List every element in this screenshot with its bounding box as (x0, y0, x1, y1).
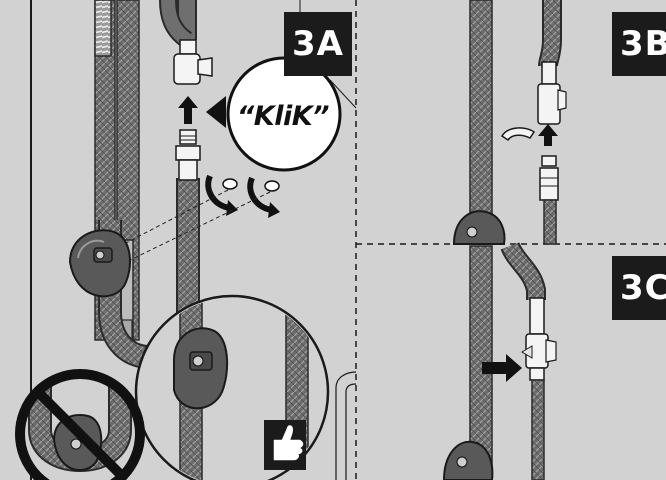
step-label-3c: 3C (612, 256, 666, 320)
rotate-arrow-icon (205, 174, 238, 216)
panel-3c-artwork (442, 241, 557, 480)
panel-3b-artwork (452, 0, 567, 245)
step-label-3a: 3A (284, 12, 352, 76)
klik-callout-text: “KliK” (236, 100, 330, 132)
up-arrow-icon (178, 96, 198, 124)
pointer-triangle-icon (206, 96, 226, 128)
prohibited-icon (15, 369, 145, 480)
thumbs-up-icon (264, 420, 306, 470)
step-label-3b: 3B (612, 12, 666, 76)
push-arrow-icon (482, 354, 522, 382)
panel-3a-artwork (15, 0, 357, 480)
